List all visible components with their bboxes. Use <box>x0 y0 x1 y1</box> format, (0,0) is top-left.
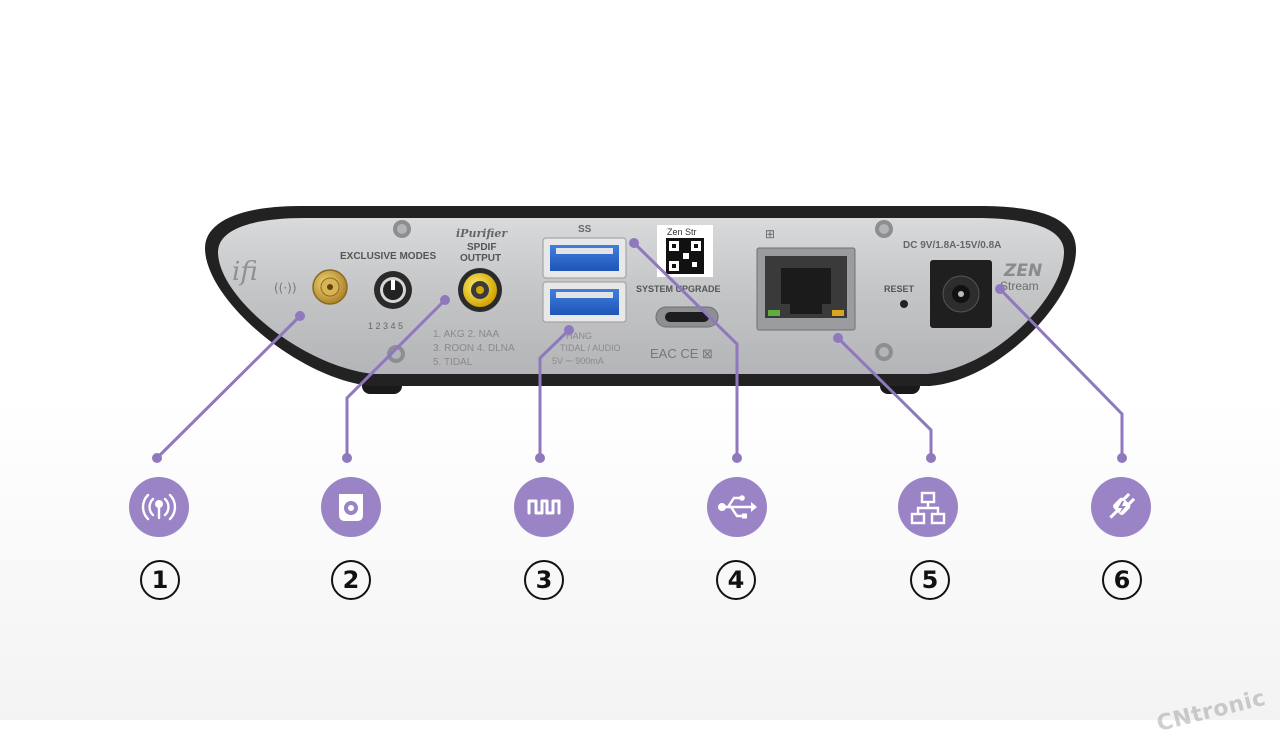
leader-dot-1-end <box>152 453 162 463</box>
zen-stream-rear-panel: ifi ((·)) EXCLUSIVE MODES 1 2 3 4 5 iPur… <box>152 206 1127 463</box>
stream-logo: Stream <box>1000 279 1039 293</box>
svg-text:TIDAL / AUDIO: TIDAL / AUDIO <box>560 343 621 353</box>
panel-screws <box>387 220 893 363</box>
callout-number-6: 6 <box>1102 560 1142 600</box>
callout-badge-4 <box>707 477 767 537</box>
modes-list: 1. AKG 2. NAA 3. ROON 4. DLNA 5. TIDAL <box>433 329 515 368</box>
callout-badge-2 <box>321 477 381 537</box>
mode-selector-knob[interactable] <box>374 271 412 309</box>
usb-icon <box>718 495 757 519</box>
ipurifier-label: iPurifier <box>456 227 508 240</box>
leader-dot-4-end <box>732 453 742 463</box>
usb-a-port-top[interactable] <box>542 237 627 279</box>
wifi-symbol: ((·)) <box>274 281 297 295</box>
usb-notes: HANG TIDAL / AUDIO 5V ⎓ 900mA <box>552 331 621 366</box>
qr-code-sticker <box>657 225 713 277</box>
brand-logo: ifi <box>232 257 258 287</box>
antenna-icon <box>141 493 177 521</box>
signal-wave-icon <box>527 499 561 515</box>
svg-text:3. ROON 4. DLNA: 3. ROON 4. DLNA <box>433 343 515 354</box>
callout-badge-3 <box>514 477 574 537</box>
leader-lines <box>155 241 1124 460</box>
spdif-coax-icon <box>339 494 363 521</box>
leader-dot-2-end <box>342 453 352 463</box>
product-infographic: ifi ((·)) EXCLUSIVE MODES 1 2 3 4 5 iPur… <box>129 206 1268 737</box>
leader-dot-4-start <box>629 238 639 248</box>
callout-number-5: 5 <box>910 560 950 600</box>
power-plug-icon <box>1109 492 1136 519</box>
leader-line-2 <box>345 298 447 458</box>
callout-number-2: 2 <box>331 560 371 600</box>
leader-line-6 <box>998 287 1124 458</box>
certification-marks: EAC CE ⊠ <box>650 346 713 361</box>
ethernet-port[interactable] <box>756 247 856 331</box>
svg-text:5. TIDAL: 5. TIDAL <box>433 357 473 368</box>
callout-number-4: 4 <box>716 560 756 600</box>
antenna-connector[interactable] <box>312 269 348 305</box>
reset-label: RESET <box>884 284 915 294</box>
leader-line-1 <box>155 314 302 460</box>
system-upgrade-label: SYSTEM UPGRADE <box>636 284 721 294</box>
network-label-icon: ⊞ <box>765 227 775 241</box>
leader-line-5 <box>836 336 933 458</box>
output-label: OUTPUT <box>460 253 501 264</box>
leader-line-3 <box>538 328 571 458</box>
callout-badge-5 <box>898 477 958 537</box>
qr-label: Zen Str <box>667 227 697 237</box>
leader-dots <box>152 238 1127 463</box>
callout-number-1: 1 <box>140 560 180 600</box>
dc-power-jack[interactable] <box>930 260 992 328</box>
leader-line-4 <box>632 241 739 458</box>
leader-dot-1-start <box>295 311 305 321</box>
svg-text:1. AKG 2. NAA: 1. AKG 2. NAA <box>433 329 499 340</box>
usb-ss-logo: SS <box>578 224 592 235</box>
leader-dot-2-start <box>440 295 450 305</box>
spdif-label: SPDIF <box>467 242 496 253</box>
spdif-rca-jack[interactable] <box>458 268 502 312</box>
callout-number-3: 3 <box>524 560 564 600</box>
svg-text:5V ⎓ 900mA: 5V ⎓ 900mA <box>552 356 604 366</box>
exclusive-modes-label: EXCLUSIVE MODES <box>340 251 436 262</box>
leader-dot-5-start <box>833 333 843 343</box>
power-rating-label: DC 9V/1.8A-15V/0.8A <box>903 240 1001 251</box>
mode-tick-numbers: 1 2 3 4 5 <box>368 321 403 331</box>
zen-logo: ZEN <box>1003 261 1042 281</box>
leader-dot-3-start <box>564 325 574 335</box>
svg-text:HANG: HANG <box>566 331 592 341</box>
leader-dot-6-end <box>1117 453 1127 463</box>
callout-badge-1 <box>129 477 189 537</box>
leader-dot-6-start <box>995 284 1005 294</box>
leader-dot-5-end <box>926 453 936 463</box>
usb-a-port-bottom[interactable] <box>542 281 627 323</box>
network-icon <box>910 491 946 525</box>
callout-badge-6 <box>1091 477 1151 537</box>
reset-button[interactable] <box>900 300 908 308</box>
leader-dot-3-end <box>535 453 545 463</box>
